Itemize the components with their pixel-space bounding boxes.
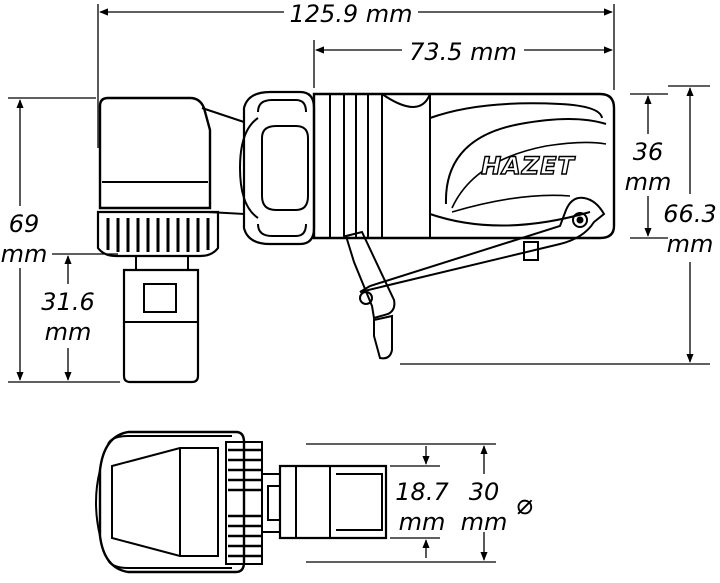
dim-total-height-value: 66.3 xyxy=(663,200,716,228)
spindle-collet xyxy=(122,255,200,384)
brand-logo: HAZET xyxy=(481,152,575,180)
trigger-lever xyxy=(344,196,606,360)
dim-head-height-unit: mm xyxy=(1,240,48,268)
dimension-lines-front xyxy=(306,443,496,563)
knurled-ring xyxy=(96,210,220,258)
dim-head-height-value: 69 xyxy=(9,210,40,238)
dim-nose-diameter-value: 30 xyxy=(469,478,500,506)
dim-nose-diameter-unit: mm xyxy=(461,508,508,536)
dim-total-length: 125.9 mm xyxy=(289,0,412,28)
dim-body-height-unit: mm xyxy=(625,168,672,196)
side-view xyxy=(96,90,616,384)
front-collet xyxy=(261,464,388,540)
dim-body-length: 73.5 mm xyxy=(409,38,517,66)
coupling-nut xyxy=(238,90,316,246)
motor-body xyxy=(312,92,616,240)
dim-collet-diameter-unit: mm xyxy=(399,508,446,536)
dim-total-height-unit: mm xyxy=(667,230,714,258)
dimension-lines-side xyxy=(8,4,710,383)
angle-head xyxy=(98,96,245,216)
front-head xyxy=(95,430,246,574)
dim-spindle-length-unit: mm xyxy=(45,318,92,346)
dim-collet-diameter-value: 18.7 xyxy=(395,478,449,506)
front-view xyxy=(95,430,388,574)
diameter-symbol: ⌀ xyxy=(516,488,533,521)
dim-body-height-value: 36 xyxy=(633,138,664,166)
dim-spindle-length-value: 31.6 xyxy=(41,288,94,316)
